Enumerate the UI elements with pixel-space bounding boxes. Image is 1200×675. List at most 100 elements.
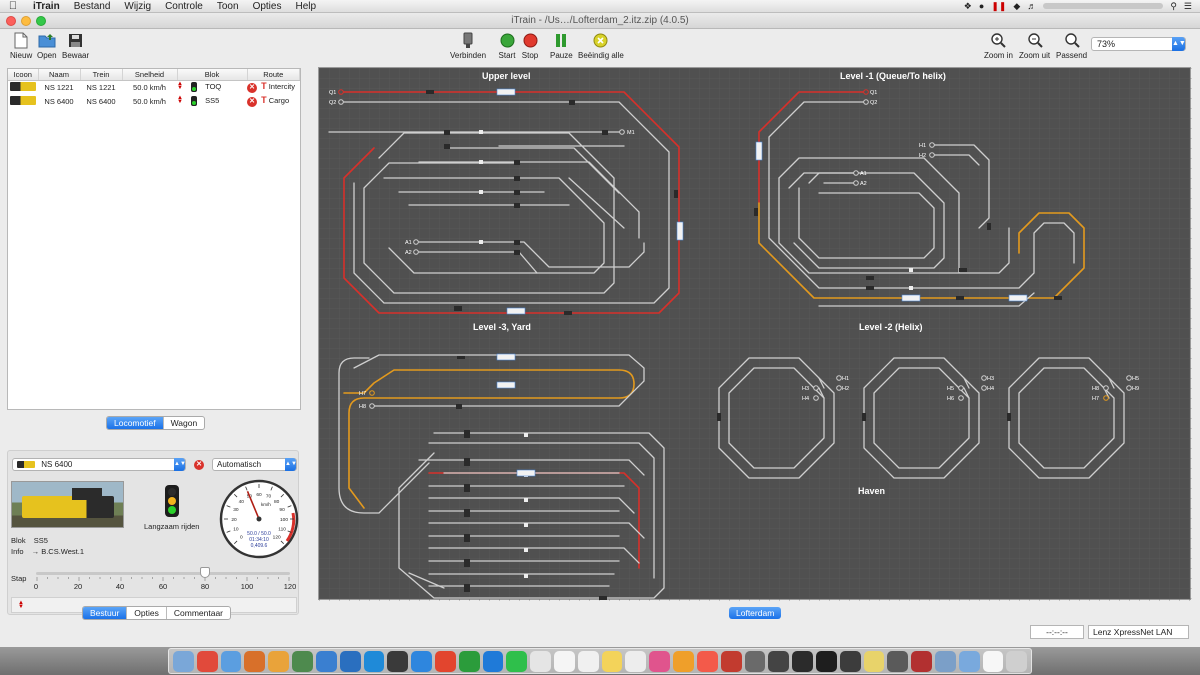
menu-file[interactable]: Bestand: [73, 0, 111, 12]
col-speed[interactable]: Snelheid: [122, 69, 178, 81]
dock-app-icon[interactable]: [863, 650, 885, 672]
dock-app-icon[interactable]: [434, 650, 456, 672]
start-button[interactable]: Start: [498, 31, 516, 60]
table-row[interactable]: NS 1221 NS 1221 50.0 km/h ▲▼ TOQ ✕ T Int…: [8, 80, 300, 94]
track-layout-canvas[interactable]: Q1 Q2 M1 A1 A2 Q1 Q2 A1 A2 H1 H2 H7 H8 H…: [318, 67, 1192, 601]
dock-app-icon[interactable]: [315, 650, 337, 672]
dock-app-icon[interactable]: [220, 650, 242, 672]
cancel-route-icon[interactable]: ✕: [247, 83, 257, 94]
svg-text:H1: H1: [919, 143, 926, 149]
tab-lofterdam[interactable]: Lofterdam: [729, 607, 782, 619]
volume-icon[interactable]: ♬: [1027, 1, 1037, 11]
dock-app-icon[interactable]: [196, 650, 218, 672]
zoom-select[interactable]: 73% ▲▼: [1091, 37, 1186, 51]
notification-icon[interactable]: ☰: [1183, 0, 1192, 11]
dropbox-icon[interactable]: ❖: [963, 0, 972, 11]
col-train[interactable]: Trein: [80, 69, 123, 81]
dock-app-icon[interactable]: [482, 650, 504, 672]
dock-app-icon[interactable]: [792, 650, 813, 672]
end-all-button[interactable]: Beëindig alle: [578, 31, 624, 60]
col-name[interactable]: Naam: [38, 69, 81, 81]
timetable-icon[interactable]: T: [261, 81, 267, 92]
dock-app-icon[interactable]: [411, 650, 432, 672]
pause-status-icon[interactable]: ❚❚: [991, 0, 1007, 11]
direction-icon[interactable]: ▲▼: [177, 94, 183, 105]
pause-button[interactable]: Pauze: [550, 31, 573, 60]
dock-app-icon[interactable]: [696, 650, 718, 672]
dock-app-icon[interactable]: [815, 650, 837, 672]
mode-select[interactable]: Automatisch ▲▼: [212, 458, 297, 471]
dock-app-icon[interactable]: [625, 650, 647, 672]
dock-app-icon[interactable]: [339, 650, 361, 672]
tab-options[interactable]: Opties: [127, 607, 167, 619]
zoom-window-button[interactable]: [36, 15, 46, 26]
dock-app-icon[interactable]: [506, 650, 528, 672]
speed-slider-track[interactable]: [36, 572, 290, 575]
connect-button[interactable]: Verbinden: [450, 31, 486, 60]
dock-app-icon[interactable]: [744, 650, 766, 672]
clear-selection-icon[interactable]: ✕: [194, 460, 204, 470]
dock-app-icon[interactable]: [768, 650, 790, 672]
col-route[interactable]: Route: [247, 69, 300, 81]
open-button[interactable]: Open: [37, 31, 57, 60]
dock-app-icon[interactable]: [244, 650, 266, 672]
dock-app-icon[interactable]: [577, 650, 599, 672]
dock-app-icon[interactable]: [911, 650, 932, 672]
dock-app-icon[interactable]: [839, 650, 861, 672]
dock-app-icon[interactable]: [1006, 650, 1028, 672]
cancel-route-icon[interactable]: ✕: [247, 97, 257, 107]
dock-app-icon[interactable]: [649, 650, 671, 672]
dock-app-icon[interactable]: [458, 650, 480, 672]
direction-toggle-icon[interactable]: ▲▼: [18, 600, 24, 610]
table-row[interactable]: NS 6400 NS 6400 50.0 km/h ▲▼ SS5 ✕ T Car…: [8, 94, 300, 108]
tab-wagon[interactable]: Wagon: [170, 418, 198, 428]
dock-app-icon[interactable]: [268, 650, 290, 672]
dock-app-icon[interactable]: [958, 650, 980, 672]
minimize-window-button[interactable]: [21, 15, 31, 26]
tab-control[interactable]: Bestuur: [83, 607, 128, 619]
locomotive-select[interactable]: NS 6400 ▲▼: [12, 458, 186, 471]
menu-help[interactable]: Help: [295, 0, 317, 12]
dock-app-icon[interactable]: [554, 650, 575, 672]
dock-app-icon[interactable]: [935, 650, 956, 672]
dock-app-icon[interactable]: [887, 650, 909, 672]
dock-app-icon[interactable]: [363, 650, 385, 672]
new-button[interactable]: Nieuw: [10, 31, 32, 60]
section-level-1: Level -1 (Queue/To helix): [840, 71, 946, 81]
menu-view[interactable]: Toon: [216, 0, 239, 12]
speed-slider-handle[interactable]: [200, 567, 211, 578]
dock-app-icon[interactable]: [720, 650, 742, 672]
timetable-icon[interactable]: T: [261, 95, 267, 105]
save-button[interactable]: Bewaar: [62, 31, 89, 60]
wifi-icon[interactable]: ◆: [1013, 0, 1021, 11]
apple-icon[interactable]: : [0, 0, 26, 12]
dock-app-icon[interactable]: [387, 650, 409, 672]
svg-text:A1: A1: [405, 240, 412, 246]
search-icon[interactable]: ⚲: [1170, 0, 1177, 11]
dock-app-icon[interactable]: [530, 650, 551, 672]
stop-button[interactable]: Stop: [521, 31, 539, 60]
locomotive-icon: [10, 95, 36, 105]
tab-locomotive[interactable]: Locomotief: [107, 417, 164, 429]
speed-slider-ticks: [36, 577, 290, 581]
menu-app[interactable]: iTrain: [33, 0, 60, 12]
menu-control[interactable]: Controle: [165, 0, 203, 12]
fit-button[interactable]: Passend: [1056, 31, 1087, 60]
close-window-button[interactable]: [6, 15, 16, 26]
svg-text:A2: A2: [405, 250, 412, 256]
zoom-in-button[interactable]: Zoom in: [984, 31, 1013, 60]
zoom-out-button[interactable]: Zoom uit: [1019, 31, 1050, 60]
col-icon[interactable]: Icoon: [8, 69, 39, 81]
dock-app-icon[interactable]: [982, 650, 1004, 672]
col-block[interactable]: Blok: [177, 69, 248, 81]
track-diagram[interactable]: Q1 Q2 M1 A1 A2 Q1 Q2 A1 A2 H1 H2 H7 H8 H…: [319, 68, 1192, 601]
dock-app-icon[interactable]: [601, 650, 623, 672]
menu-edit[interactable]: Wijzig: [124, 0, 152, 12]
direction-icon[interactable]: ▲▼: [177, 81, 183, 92]
dock-app-icon[interactable]: [673, 650, 694, 672]
tab-comment[interactable]: Commentaar: [173, 608, 224, 618]
dock-app-icon[interactable]: [292, 650, 313, 672]
menu-options[interactable]: Opties: [252, 0, 282, 12]
dock-app-icon[interactable]: [173, 650, 194, 672]
status-icon[interactable]: ●: [978, 1, 985, 11]
